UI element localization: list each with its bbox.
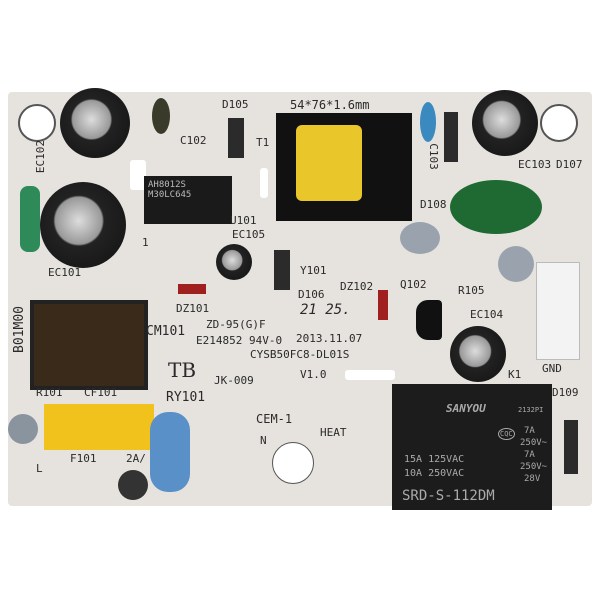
label-d109: D109 bbox=[552, 386, 579, 399]
label-y101: Y101 bbox=[300, 264, 327, 277]
label-dz101: DZ101 bbox=[176, 302, 210, 315]
capacitor-c103 bbox=[420, 102, 436, 142]
disc-capacitor bbox=[400, 222, 440, 254]
capacitor-ec101 bbox=[40, 182, 126, 268]
ic-text: M30LC645 bbox=[148, 190, 192, 200]
label-ec105: EC105 bbox=[232, 228, 266, 241]
label-gnd: GND bbox=[542, 362, 562, 375]
choke-cm101 bbox=[30, 300, 148, 390]
label-heat: HEAT bbox=[320, 426, 347, 439]
label-c103: C103 bbox=[426, 143, 440, 170]
fuse-f101 bbox=[150, 412, 190, 492]
board-version: V1.0 bbox=[300, 368, 327, 381]
relay-lot: 2132PI bbox=[518, 406, 544, 414]
disc-capacitor bbox=[498, 246, 534, 282]
board-size-label: 54*76*1.6mm bbox=[290, 98, 370, 112]
label-ec101: EC101 bbox=[48, 266, 82, 279]
relay-rating: 15A 125VAC bbox=[404, 454, 465, 465]
label-f101: F101 bbox=[70, 452, 97, 465]
ic-u101: AH8012S M30LC645 bbox=[144, 176, 232, 224]
label-t1: T1 bbox=[256, 136, 270, 149]
connector-gnd bbox=[536, 262, 580, 360]
relay-k1: SANYOU 2132PI CQC 7A 250V~ 7A 250V~ 28V … bbox=[392, 384, 552, 510]
diode-d105 bbox=[228, 118, 244, 158]
ic-text: AH8012S bbox=[148, 180, 186, 190]
transistor-q102 bbox=[416, 300, 442, 340]
zener-dz101 bbox=[178, 284, 206, 294]
capacitor-green bbox=[450, 180, 542, 234]
label-d105: D105 bbox=[222, 98, 249, 111]
board-date: 2013.11.07 bbox=[296, 332, 363, 345]
capacitor-ec105 bbox=[216, 244, 252, 280]
thermistor bbox=[118, 470, 148, 500]
pcb-slot bbox=[260, 168, 268, 198]
cqc-mark: CQC bbox=[498, 428, 515, 440]
relay-rating: 250V~ bbox=[520, 438, 548, 448]
label-q102: Q102 bbox=[400, 278, 427, 291]
label-cf101: CF101 bbox=[84, 386, 118, 399]
mount-hole bbox=[272, 442, 314, 484]
brand-logo: TB bbox=[168, 358, 197, 382]
fuse-rating: 2A/ bbox=[126, 452, 146, 465]
relay-rating: 250V~ bbox=[520, 462, 548, 472]
label-cm101: CM101 bbox=[146, 324, 186, 339]
ul-code: E214852 94V-0 bbox=[196, 334, 283, 347]
transformer-core bbox=[296, 125, 362, 201]
label-k1: K1 bbox=[508, 368, 522, 381]
capacitor-ec104 bbox=[450, 326, 506, 382]
pcb-slot bbox=[130, 160, 146, 190]
label-l: L bbox=[36, 462, 43, 475]
mount-hole bbox=[18, 104, 56, 142]
inductor bbox=[20, 186, 40, 252]
label-ec104: EC104 bbox=[470, 308, 504, 321]
relay-model: SRD-S-112DM bbox=[402, 488, 495, 504]
capacitor-ec103 bbox=[472, 90, 538, 156]
mount-hole bbox=[540, 104, 578, 142]
label-r101: R101 bbox=[36, 386, 63, 399]
label-n: N bbox=[260, 434, 267, 447]
label-ec102: EC102 bbox=[34, 139, 48, 174]
relay-rating: 7A bbox=[524, 450, 535, 460]
transformer bbox=[276, 113, 412, 221]
cert-code: ZD-95(G)F bbox=[206, 318, 266, 331]
label-d108: D108 bbox=[420, 198, 447, 211]
label-c102: C102 bbox=[180, 134, 207, 147]
capacitor-ec102 bbox=[60, 88, 130, 158]
capacitor-cf101 bbox=[44, 404, 154, 450]
label-r105: R105 bbox=[458, 284, 485, 297]
board-model: CYSB50FC8-DL01S bbox=[250, 348, 350, 361]
label-d106: D106 bbox=[298, 288, 325, 301]
diode-d106 bbox=[274, 250, 290, 290]
relay-brand: SANYOU bbox=[446, 402, 486, 415]
date-code: 21 25. bbox=[300, 302, 351, 318]
capacitor-c102 bbox=[152, 98, 170, 134]
pcb-slot bbox=[345, 370, 395, 380]
side-code: B01M00 bbox=[11, 306, 27, 353]
label-ry101: RY101 bbox=[166, 390, 206, 405]
relay-rating: 7A bbox=[524, 426, 535, 436]
label-d107: D107 bbox=[556, 158, 583, 171]
relay-rating: 28V bbox=[524, 474, 541, 484]
board-material: CEM-1 bbox=[256, 412, 293, 426]
label-dz102: DZ102 bbox=[340, 280, 374, 293]
label-ec103: EC103 bbox=[518, 158, 552, 171]
relay-rating: 10A 250VAC bbox=[404, 468, 465, 479]
diode-d109 bbox=[564, 420, 578, 474]
varistor bbox=[8, 414, 38, 444]
zener-dz102 bbox=[378, 290, 388, 320]
label-u101: U101 bbox=[230, 214, 257, 227]
diode-d108 bbox=[444, 112, 458, 162]
jk-code: JK-009 bbox=[214, 374, 254, 387]
label-pin1: 1 bbox=[142, 236, 149, 249]
